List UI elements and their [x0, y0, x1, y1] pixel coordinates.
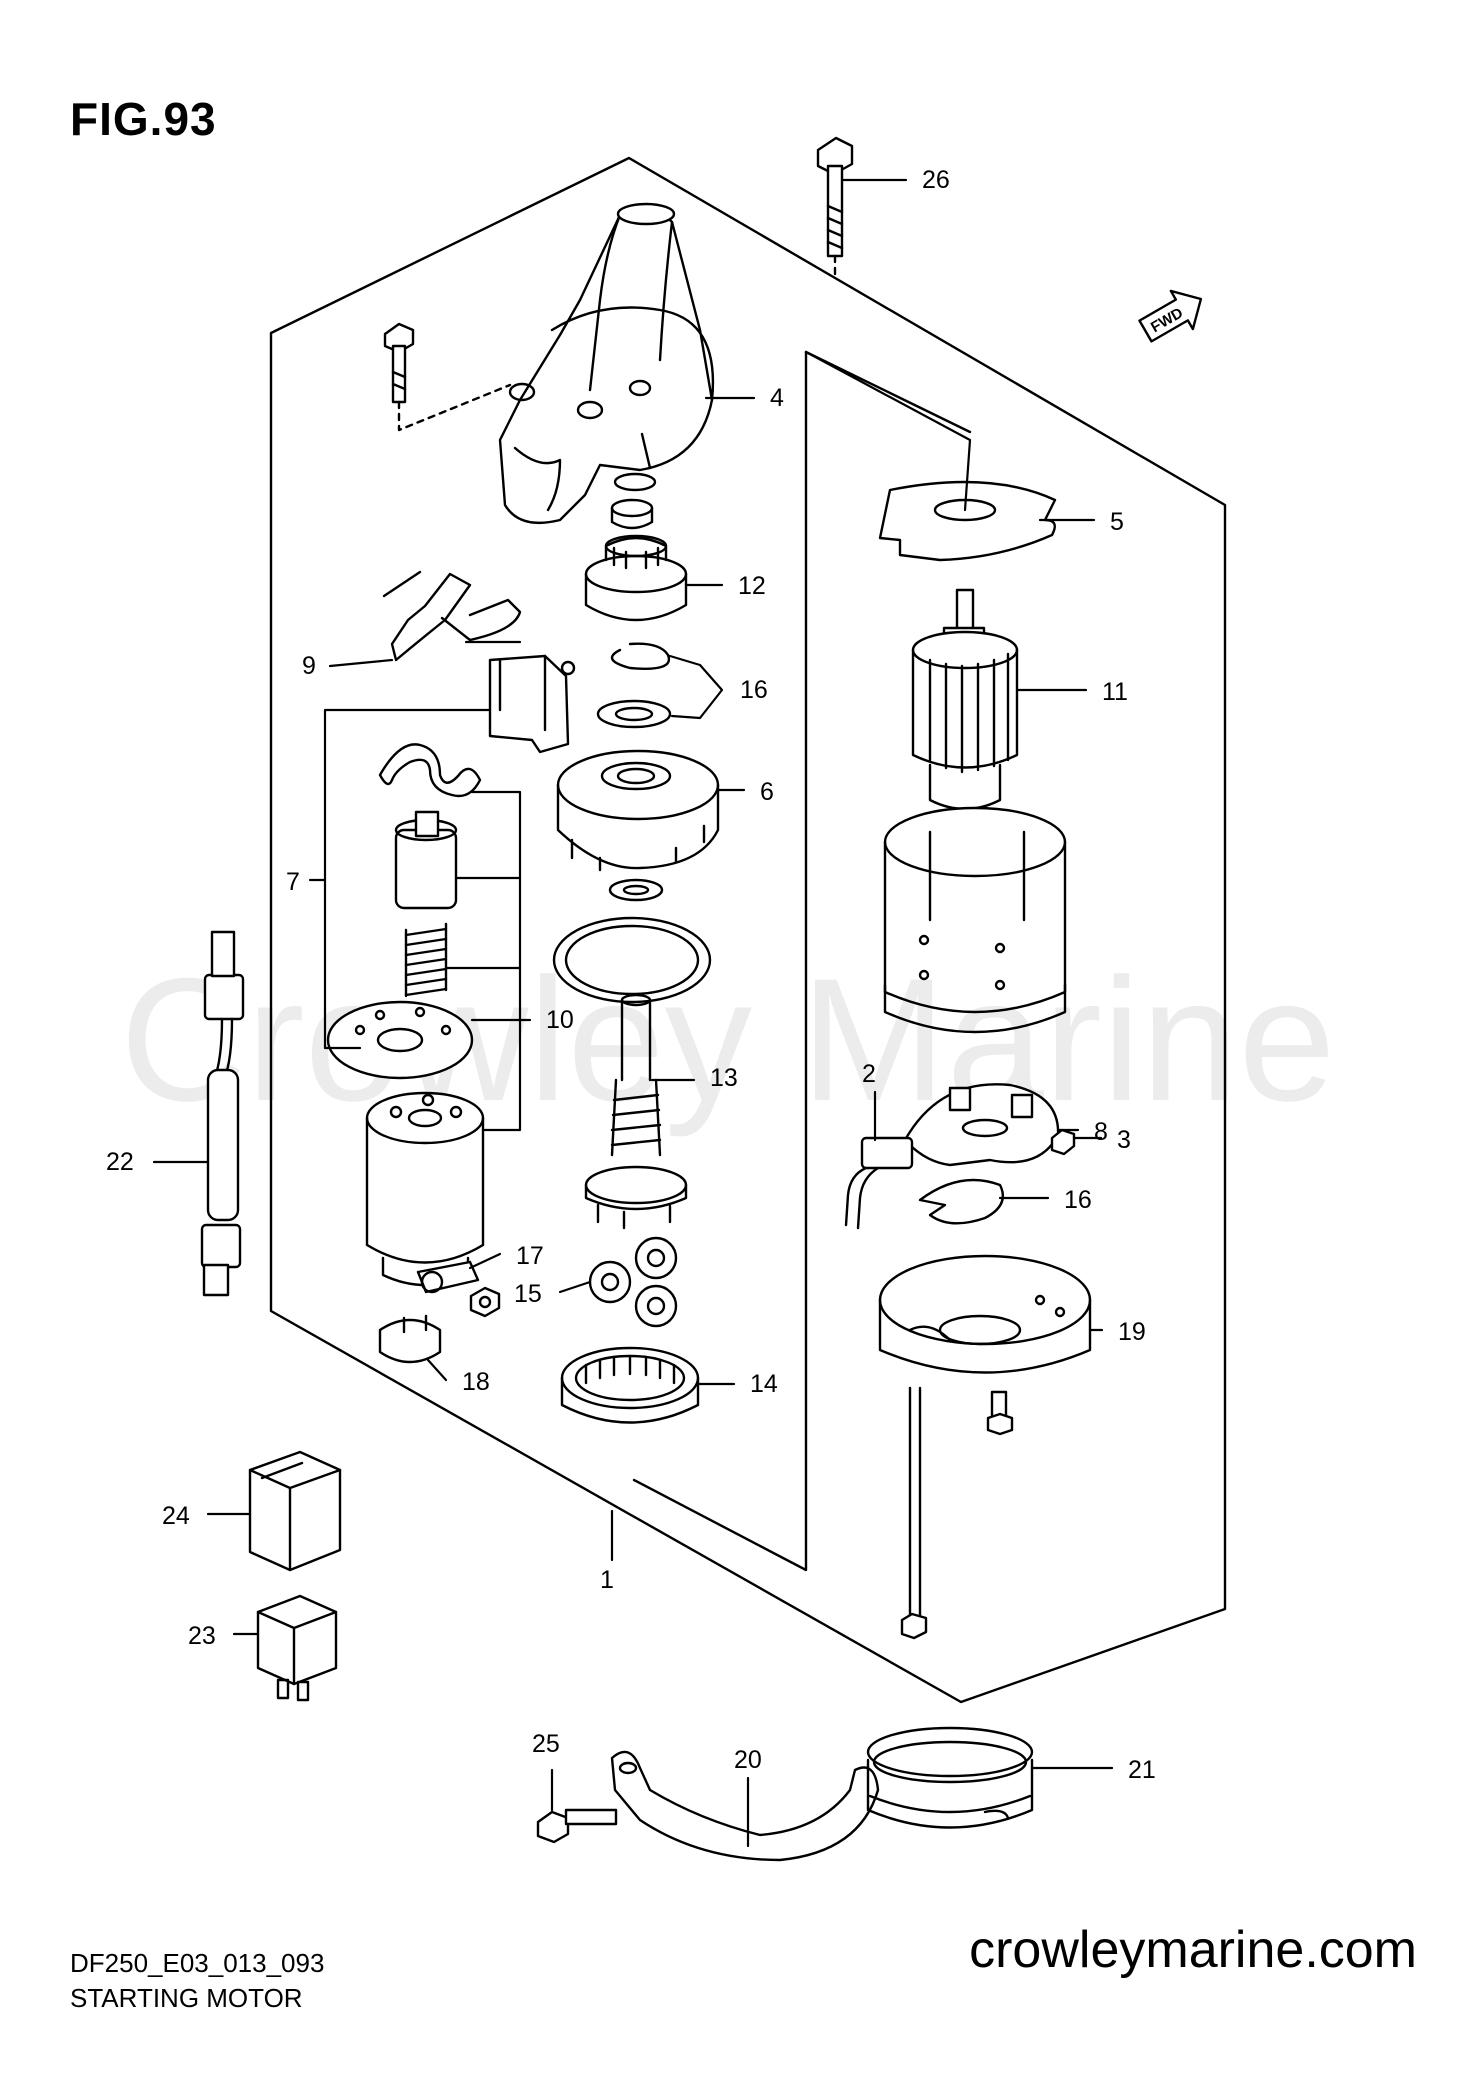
callout-label-c11: 11	[1102, 678, 1128, 706]
ring-gear-14-drawing	[560, 1346, 700, 1424]
planet-gears-15-drawing	[588, 1236, 678, 1328]
callout-line-c15	[558, 1280, 592, 1294]
brush-lead-2-drawing	[844, 1136, 914, 1230]
fwd-arrow-icon: FWD	[1138, 289, 1203, 343]
nut-drawing	[469, 1286, 501, 1318]
callout-label-c17: 17	[516, 1242, 544, 1270]
callout-label-c5: 5	[1110, 508, 1124, 536]
small-screw-drawing	[986, 1390, 1014, 1436]
solenoid-plate-drawing	[326, 1000, 474, 1080]
lead-wire-22-drawing	[200, 930, 245, 1297]
washer-upper-drawing	[596, 699, 672, 729]
bracket-band-20-drawing	[610, 1750, 880, 1862]
callout-line-c18	[426, 1358, 448, 1382]
callout-10-bracket	[470, 790, 522, 1132]
figure-title: FIG.93	[70, 93, 217, 145]
shift-lever-9-drawing	[382, 570, 522, 662]
bolt-25-drawing	[536, 1808, 618, 1844]
small-bolt-drawing	[383, 322, 512, 432]
gear-cover-6-drawing	[556, 749, 720, 872]
relay-24-drawing	[248, 1450, 342, 1572]
callout-line-c9	[328, 658, 394, 668]
pinion-clutch-12-drawing	[584, 534, 688, 622]
callout-label-c2: 2	[862, 1060, 876, 1088]
callout-line-c16a	[668, 654, 724, 720]
spring-wire-drawing	[378, 743, 482, 798]
coil-spring-drawing	[404, 922, 448, 998]
callout-label-c9: 9	[302, 652, 316, 680]
callout-line-c5	[804, 350, 972, 512]
yoke-drawing	[883, 806, 1067, 1034]
callout-label-c16b: 16	[1064, 1186, 1092, 1214]
callout-label-c7: 7	[286, 868, 300, 896]
watermark: Crowley Marine	[120, 943, 1336, 1138]
callout-label-c18: 18	[462, 1368, 490, 1396]
assembly-boundary	[269, 156, 1227, 1704]
diagram-code: DF250_E03_013_093	[70, 1948, 325, 1978]
diagram-caption: STARTING MOTOR	[70, 1983, 303, 2013]
brake-plate-5-drawing	[878, 480, 1057, 562]
relay-23-drawing	[256, 1594, 338, 1702]
callout-label-c15: 15	[514, 1280, 542, 1308]
washer-middle-drawing	[608, 878, 664, 902]
callout-label-c10: 10	[546, 1006, 574, 1034]
bolt-26-drawing	[816, 136, 854, 276]
callout-label-c1: 1	[600, 1566, 614, 1594]
callout-line-c17	[468, 1252, 502, 1270]
seal-ring-drawing	[613, 472, 657, 492]
callout-label-c25: 25	[532, 1730, 560, 1758]
callout-label-c16a: 16	[740, 676, 768, 704]
brush-holder-8-drawing	[903, 1083, 1060, 1167]
planetary-shaft-13-drawing	[584, 993, 688, 1230]
armature-11-drawing	[911, 588, 1019, 842]
e-clip-upper-drawing	[610, 642, 671, 670]
callout-label-c23: 23	[188, 1622, 216, 1650]
callout-label-c14: 14	[750, 1370, 778, 1398]
clip-18-drawing	[378, 1314, 442, 1364]
callout-label-c4: 4	[770, 384, 784, 412]
solenoid-body-drawing	[365, 1091, 485, 1287]
terminal-bolt-17-drawing	[416, 1260, 480, 1294]
armature-subgroup-boundary	[632, 350, 808, 1572]
plunger-contact-drawing	[488, 654, 576, 754]
band-ring-21-drawing	[866, 1726, 1034, 1829]
through-bolt-drawing	[900, 1386, 928, 1640]
callout-label-c26: 26	[922, 166, 950, 194]
callout-label-c24: 24	[162, 1502, 190, 1530]
gasket-drawing	[552, 916, 712, 1004]
callout-label-c19: 19	[1118, 1318, 1146, 1346]
plunger-drawing	[394, 810, 458, 910]
callout-label-c3: 3	[1117, 1126, 1131, 1154]
washer-lower-16-drawing	[918, 1178, 1005, 1225]
rear-cover-19-drawing	[878, 1254, 1092, 1374]
bushing-drawing	[610, 498, 654, 530]
callout-label-c22: 22	[106, 1148, 134, 1176]
callout-label-c12: 12	[738, 572, 766, 600]
callout-label-c21: 21	[1128, 1756, 1156, 1784]
callout-label-c20: 20	[734, 1746, 762, 1774]
front-housing-4-drawing	[498, 202, 715, 524]
callout-label-c13: 13	[710, 1064, 738, 1092]
callout-leaders	[152, 178, 1114, 1848]
callout-label-c8: 8	[1094, 1118, 1108, 1146]
callout-label-c6: 6	[760, 778, 774, 806]
website-link[interactable]: crowleymarine.com	[969, 1921, 1417, 1979]
